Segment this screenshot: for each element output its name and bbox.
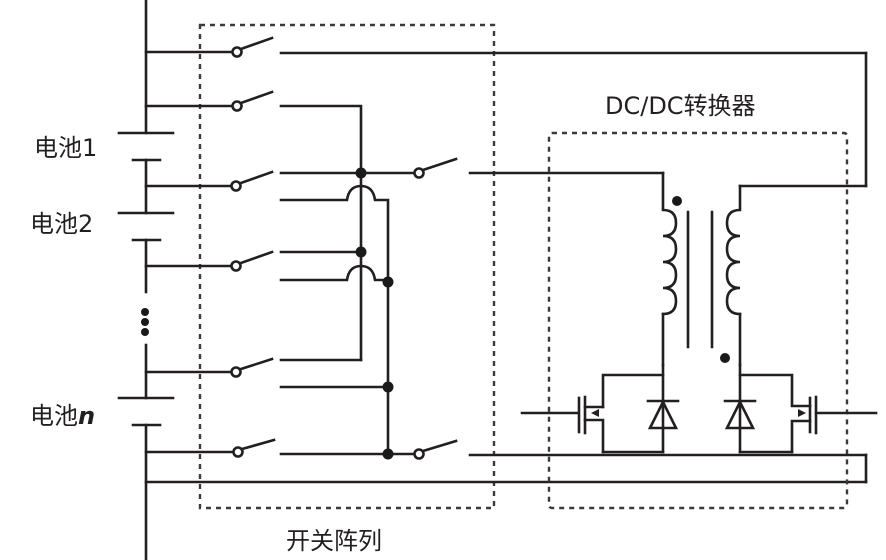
battery-n-suffix: n: [78, 402, 96, 430]
switch-5: [230, 357, 274, 378]
battery-2-symbol: [117, 211, 175, 242]
mosfet-left: [520, 373, 665, 454]
switch-3: [230, 170, 274, 192]
switch-6: [232, 438, 276, 458]
dcdc-converter-label: DC/DC转换器: [605, 92, 756, 120]
switch-1: [231, 36, 274, 58]
transformer: [661, 171, 742, 367]
switch-array-box: [198, 23, 496, 510]
battery-n-label: 电池n: [30, 396, 95, 431]
switch-4: [230, 250, 274, 272]
switch-2: [231, 90, 274, 112]
switch-array-wiring: [144, 51, 868, 484]
mosfet-right: [738, 373, 878, 454]
output-switch-top: [413, 157, 665, 179]
diode-right: [723, 363, 794, 454]
junction-dots: [355, 167, 394, 460]
output-switch-bottom: [413, 439, 868, 484]
battery-2-label: 电池2: [30, 210, 94, 238]
battery-n-prefix: 电池: [30, 402, 78, 430]
battery-1-symbol: [117, 131, 175, 162]
switch-feed-lines: [144, 50, 234, 454]
battery-n-symbol: [117, 396, 175, 427]
ellipsis-dots: [141, 308, 149, 336]
battery-1-label: 电池1: [34, 134, 98, 162]
switch-array-label: 开关阵列: [286, 527, 382, 555]
dcdc-converter-box: [547, 131, 849, 510]
diode-left: [601, 363, 680, 454]
